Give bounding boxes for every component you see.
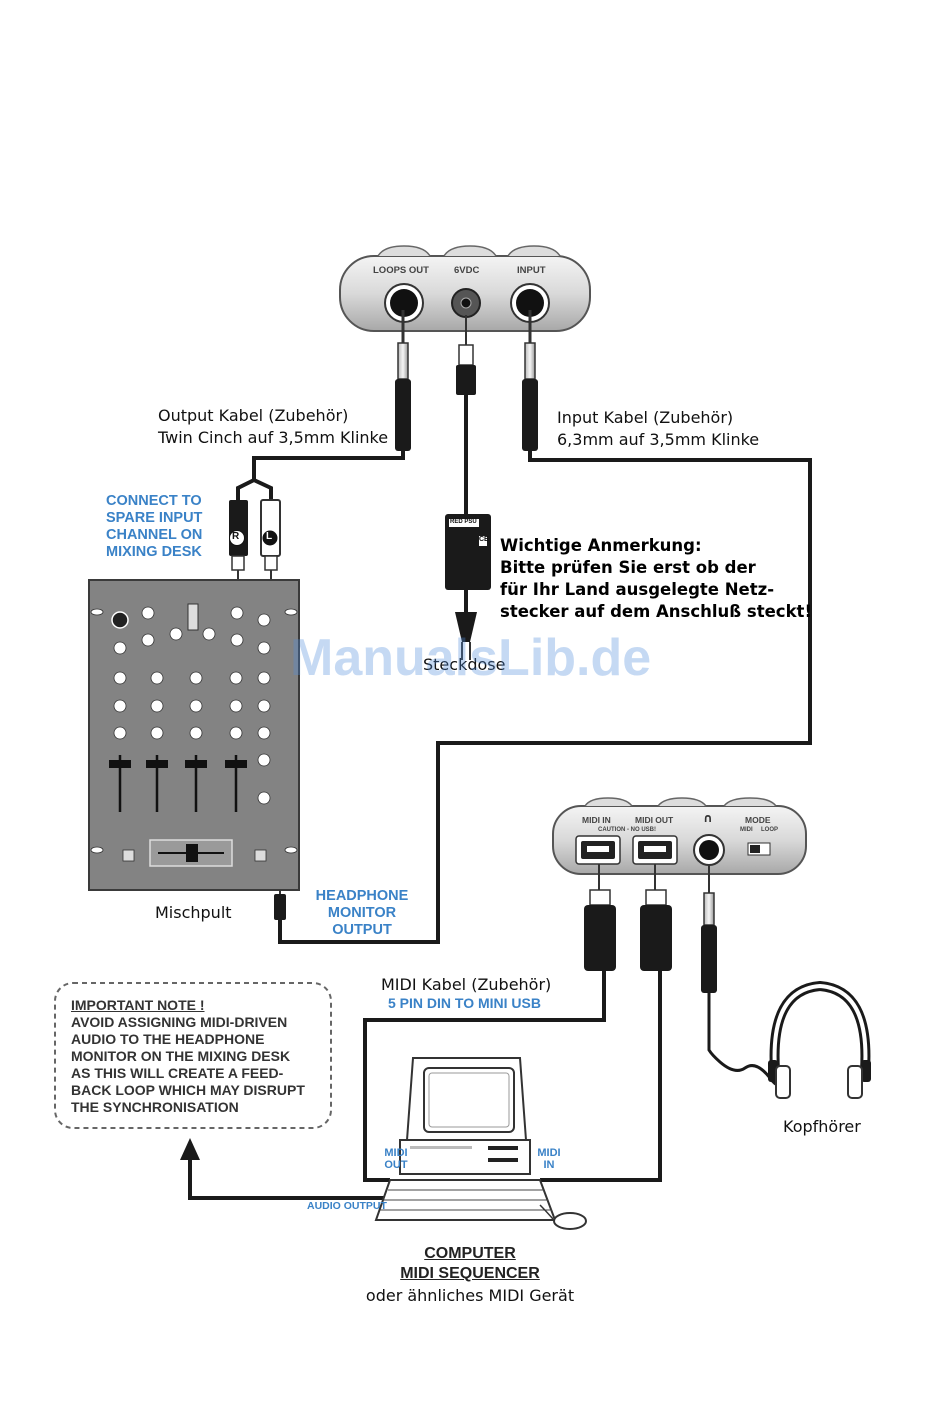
notice-line: stecker auf dem Anschluß steckt! [500,602,812,621]
headphone-symbol-icon: ∩ [703,811,713,825]
audio-output-label: AUDIO OUTPUT [307,1200,387,1212]
connect-line: CHANNEL ON [106,527,203,543]
connect-line: MIXING DESK [106,544,202,560]
power-jack [451,288,481,318]
power-supply [445,514,491,660]
important-note-line: MONITOR ON THE MIXING DESK [71,1048,291,1064]
computer-caption: oder ähnliches MIDI Gerät [365,1286,575,1305]
output-cable-line1: Output Kabel (Zubehör) [158,406,349,425]
mode-midi-label: MIDI [740,827,753,833]
psu-ce-mark: CE [479,536,489,543]
headphone-plug [701,865,717,993]
midi-in-line: IN [543,1159,555,1171]
output-cable-line2: Twin Cinch auf 3,5mm Klinke [158,428,389,447]
important-notice-de: Wichtige Anmerkung: Bitte prüfen Sie ers… [500,535,812,623]
loops-out-plug [395,310,411,451]
midi-cable-blue-label: 5 PIN DIN TO MINI USB [388,995,541,1011]
midi-out-line: MIDI [384,1147,408,1159]
headphone-jack [693,834,725,866]
headphones-icon [768,980,871,1099]
kopfhoerer-label: Kopfhörer [783,1117,861,1136]
input-cable-label: Input Kabel (Zubehör) 6,3mm auf 3,5mm Kl… [557,407,759,451]
computer-subtitle: MIDI SEQUENCER [400,1265,540,1282]
midi-plug-in [584,864,616,971]
computer-title: COMPUTER [424,1245,516,1262]
midi-cable-in [540,965,662,1182]
steckdose-label: Steckdose [423,655,506,674]
notice-line: Bitte prüfen Sie erst ob der [500,558,756,577]
important-note-box [54,982,332,1129]
rca-l-badge [262,530,278,546]
headphone-monitor-label: HEADPHONE MONITOR OUTPUT [309,888,415,939]
power-plug [456,315,476,395]
headphone-line: MONITOR [327,905,397,921]
plug-r-letter: R [232,531,240,542]
important-note-line: AVOID ASSIGNING MIDI-DRIVEN [71,1014,288,1030]
input-label: INPUT [517,265,546,276]
midi-out-port-label: MIDI OUT [635,815,674,825]
computer-icon [374,1057,587,1230]
output-cable-label: Output Kabel (Zubehör) Twin Cinch auf 3,… [158,405,388,449]
important-note-text: IMPORTANT NOTE ! AVOID ASSIGNING MIDI-DR… [71,997,305,1116]
psu-brand: RED PSU [450,519,477,525]
watermark: ManualsLib.de [290,629,652,687]
cables [236,392,812,1182]
midi-in-port-label: MIDI IN [582,815,611,825]
important-note-title: IMPORTANT NOTE ! [71,997,205,1013]
caution-label: CAUTION - NO USB! [598,827,656,833]
headphone-line: HEADPHONE [315,888,409,904]
connect-label: CONNECT TO SPARE INPUT CHANNEL ON MIXING… [106,493,202,561]
connect-line: SPARE INPUT [106,510,203,526]
cinch-split-l [253,478,273,500]
plug-l-letter: L [266,531,273,542]
computer-midi-out-label: MIDI OUT [379,1147,413,1171]
important-note-line: THE SYNCHRONISATION [71,1099,239,1115]
audio-output-arrow [180,1138,390,1200]
midi-in-line: MIDI [537,1147,561,1159]
mischpult-label: Mischpult [155,903,232,922]
loops-out-label: LOOPS OUT [373,265,429,276]
connect-line: CONNECT TO [106,493,202,509]
important-note-line: BACK LOOP WHICH MAY DISRUPT [71,1082,305,1098]
midi-out-line: OUT [384,1159,408,1171]
looper-device-side [552,797,807,875]
midi-out-port [632,835,678,865]
cinch-split-r [236,478,255,500]
notice-line: Wichtige Anmerkung: [500,536,702,555]
mode-loop-label: LOOP [761,827,779,833]
rca-r-badge [229,530,245,546]
notice-line: für Ihr Land ausgelegte Netz- [500,580,775,599]
power-label: 6VDC [454,265,480,276]
input-plug [522,310,538,451]
midi-cable-out [363,965,606,1182]
midi-plug-out [640,864,672,971]
input-cable-line1: Input Kabel (Zubehör) [557,408,734,427]
headphone-line: OUTPUT [332,922,392,938]
midi-in-port [575,835,621,865]
input-cable-line2: 6,3mm auf 3,5mm Klinke [557,430,760,449]
mode-label: MODE [745,815,771,825]
computer-midi-in-label: MIDI IN [532,1147,566,1171]
input-cable-line [278,448,812,944]
mixing-desk [88,579,300,891]
important-note-line: AUDIO TO THE HEADPHONE [71,1031,265,1047]
output-cable-line [252,448,405,480]
important-note-line: AS THIS WILL CREATE A FEED- [71,1065,284,1081]
midi-cable-label: MIDI Kabel (Zubehör) [381,975,552,994]
headphone-output-plug [274,890,286,920]
